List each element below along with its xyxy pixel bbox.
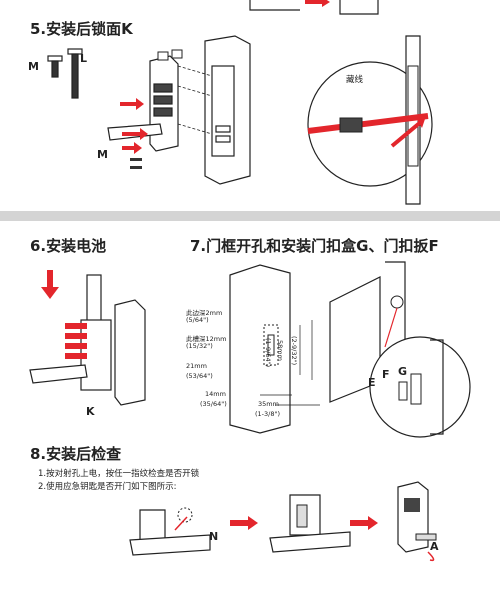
screw-l [67,48,83,99]
dim-groove-depth: 此槽深12mm [186,335,227,343]
step5-title: 5.安装后锁面K [30,20,133,38]
label-a: A [430,540,439,553]
dim-21mm-in: (53/64") [186,372,213,380]
label-n: N [209,530,219,543]
step7-title: 7.门框开孔和安装门扣盒G、门扣扳F [190,237,439,255]
step8-note1: 1.按对射孔上电，按任一指纹检查是否开锁 [38,469,200,479]
step6-battery-illustration [29,270,146,406]
dim-58mm: 58mm [276,340,284,361]
dim-14mm-in: (35/64") [200,400,227,408]
door-panel [204,35,251,185]
step8-note2: 2.使用应急钥匙是否开门如下图所示: [38,482,177,492]
arrow-2 [350,516,378,530]
arrow-1 [230,516,258,530]
step5-lock-assembly [107,35,251,185]
dim-58mm-in: (2-9/32") [290,336,298,366]
emergency-key-step2 [269,494,351,553]
label-k: K [86,405,95,418]
dim-groove-depth-in: (15/32") [186,342,213,350]
dim-35mm: 35mm [258,400,279,408]
screw-l-label: L [80,52,88,65]
screw-m [47,55,63,78]
strike-plate-drawing [329,261,471,438]
prev-step-fragment [249,0,379,15]
door-frame-drawing [229,264,320,434]
label-e: E [368,376,376,389]
hide-wire-label: 藏线 [346,75,364,85]
dim-14mm: 14mm [205,390,226,398]
dim-edge-depth: 此边深2mm [186,309,223,317]
dim-35mm-in: (1-3/8") [255,410,281,418]
screw-m-label: M [28,60,39,73]
step6-title: 6.安装电池 [30,237,107,255]
screws-illustration [47,48,83,99]
hide-wire-inset [307,35,433,205]
emergency-key-step1 [129,507,211,556]
dim-21mm: 21mm [186,362,207,370]
step8-title: 8.安装后检查 [30,445,122,463]
dim-edge-depth-in: (5/64") [186,316,209,324]
label-f: F [382,368,390,381]
emergency-key-step3 [397,481,437,562]
label-m-bottom: M [97,148,108,161]
section-divider [0,211,500,221]
dim-49-in: (1-9/64") [264,338,272,368]
label-g: G [398,365,408,378]
